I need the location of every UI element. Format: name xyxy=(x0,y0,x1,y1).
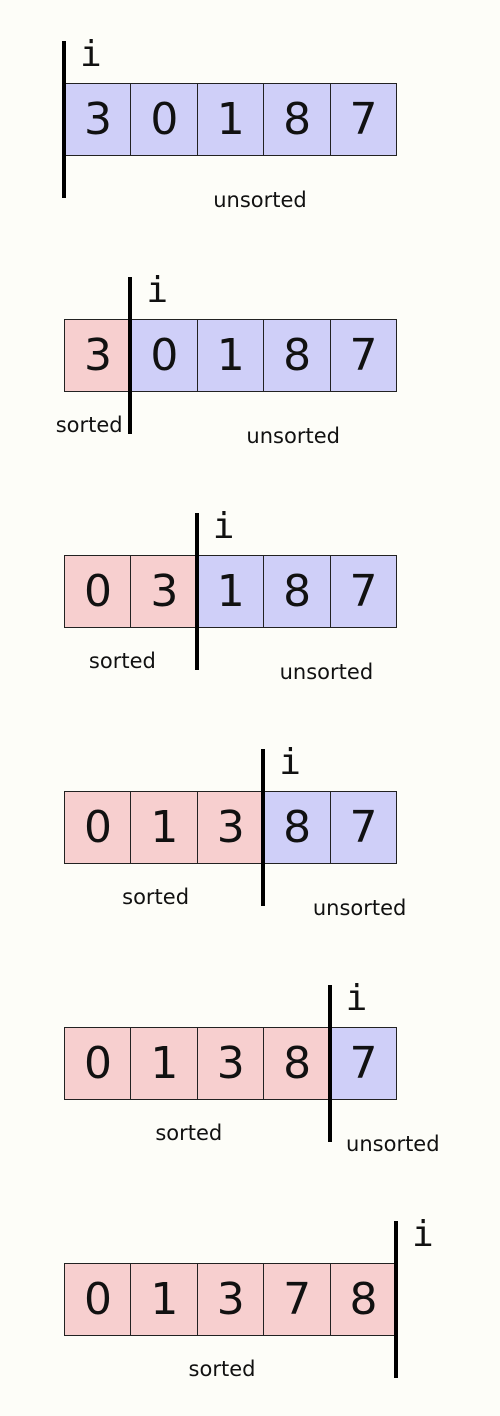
array-cell: 8 xyxy=(329,1263,398,1336)
index-i-label: i xyxy=(412,1214,434,1255)
unsorted-label: unsorted xyxy=(246,424,340,448)
array-cell: 1 xyxy=(196,319,265,392)
array-cell: 1 xyxy=(196,83,265,156)
array-cell: 8 xyxy=(263,791,332,864)
sorted-label: sorted xyxy=(122,885,190,909)
array-cell: 0 xyxy=(64,1263,132,1336)
array-cell: 1 xyxy=(196,555,265,628)
array-cell: 7 xyxy=(329,791,398,864)
unsorted-label: unsorted xyxy=(346,1132,440,1156)
array-cell: 0 xyxy=(64,791,132,864)
partition-divider xyxy=(128,277,133,434)
array-cell: 1 xyxy=(130,1263,199,1336)
array-cell: 3 xyxy=(196,1027,265,1100)
sorted-label: sorted xyxy=(155,1121,223,1145)
index-i-label: i xyxy=(80,34,102,75)
array-cell: 8 xyxy=(263,555,332,628)
array-cell: 7 xyxy=(329,83,398,156)
array-cell: 0 xyxy=(64,555,132,628)
array-cell: 1 xyxy=(130,791,199,864)
array-cell: 3 xyxy=(196,791,265,864)
array-cell: 8 xyxy=(263,1027,332,1100)
array-cell: 0 xyxy=(130,319,199,392)
array-cell: 7 xyxy=(329,319,398,392)
array-cell: 0 xyxy=(64,1027,132,1100)
partition-divider xyxy=(62,41,66,198)
array-cell: 0 xyxy=(130,83,199,156)
unsorted-label: unsorted xyxy=(279,660,374,684)
array-cell: 1 xyxy=(130,1027,199,1100)
array-cell: 8 xyxy=(263,319,332,392)
partition-divider xyxy=(394,1221,398,1378)
sorted-label: sorted xyxy=(188,1357,256,1381)
index-i-label: i xyxy=(345,978,368,1019)
array-cell: 3 xyxy=(130,555,199,628)
partition-divider xyxy=(327,985,332,1142)
index-i-label: i xyxy=(146,270,169,311)
array-cell: 3 xyxy=(64,319,132,392)
array-cell: 3 xyxy=(64,83,132,156)
array-cell: 7 xyxy=(329,1027,398,1100)
sorted-label: sorted xyxy=(55,413,123,437)
index-i-label: i xyxy=(212,506,235,547)
unsorted-label: unsorted xyxy=(312,896,407,920)
index-i-label: i xyxy=(279,742,301,783)
array-cell: 7 xyxy=(329,555,398,628)
array-cell: 7 xyxy=(263,1263,332,1336)
partition-divider xyxy=(194,513,199,670)
sorted-label: sorted xyxy=(88,649,156,673)
array-cell: 3 xyxy=(196,1263,265,1336)
partition-divider xyxy=(261,749,266,906)
unsorted-label: unsorted xyxy=(213,188,307,212)
array-cell: 8 xyxy=(263,83,332,156)
